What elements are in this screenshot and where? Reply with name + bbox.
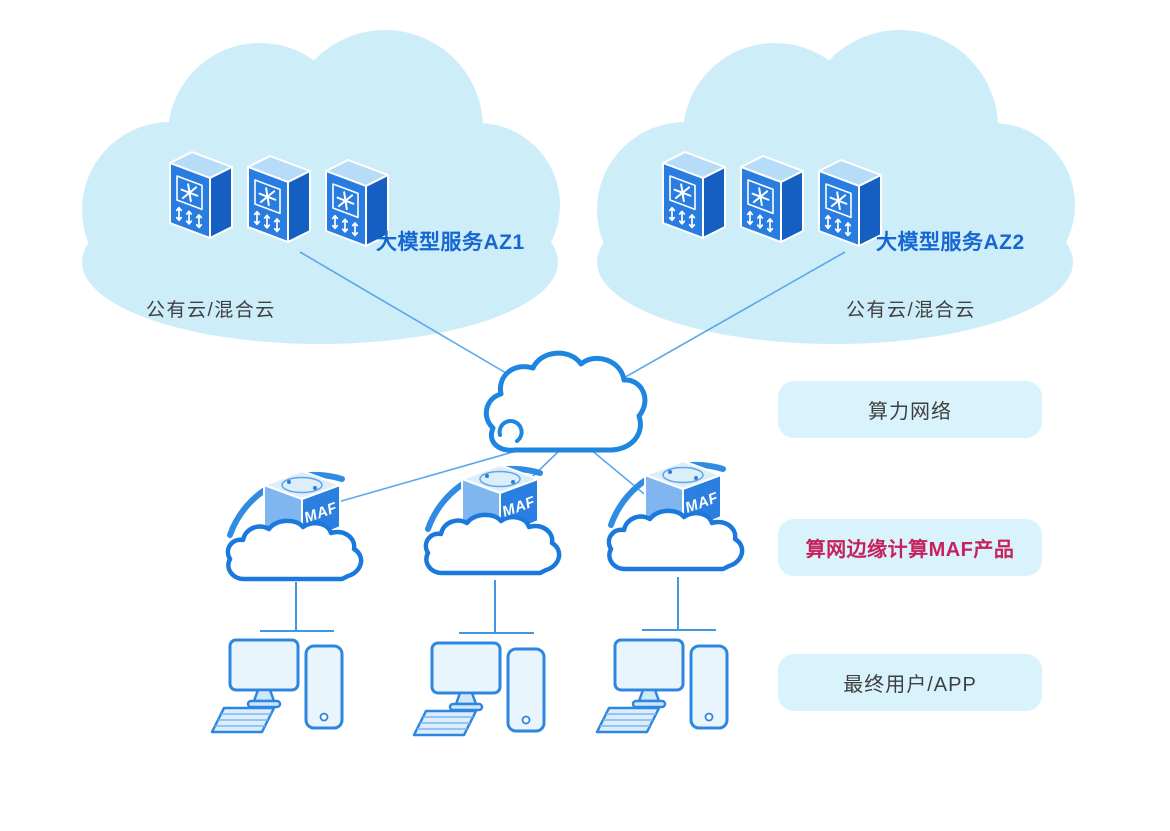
drop-connectors <box>260 577 716 634</box>
monitor-keyboard-icon <box>210 638 300 734</box>
az1-cloud-type-label: 公有云/混合云 <box>146 300 276 321</box>
server-icon <box>248 156 310 242</box>
user-devices-2 <box>412 641 546 737</box>
end-user-label-box: 最终用户/APP <box>778 654 1042 711</box>
maf-node-3: MAF <box>609 461 742 569</box>
maf-node-1: MAF <box>228 471 361 579</box>
maf-node-icon <box>609 461 742 569</box>
connector-line <box>591 251 846 397</box>
maf-node-2: MAF <box>426 465 559 573</box>
connector-line <box>309 443 542 511</box>
user-devices-1 <box>210 638 344 734</box>
server-icon <box>819 160 881 246</box>
public-cloud-az1 <box>82 30 560 344</box>
edge-maf-label-box: 算网边缘计算MAF产品 <box>778 519 1042 576</box>
az1-service-label: 大模型服务AZ1 <box>376 231 525 254</box>
server-icon <box>170 152 232 238</box>
network-cloud-icon <box>483 350 648 453</box>
public-cloud-az2 <box>597 30 1075 344</box>
server-icon <box>741 156 803 242</box>
monitor-keyboard-icon <box>412 641 502 737</box>
phone-icon <box>304 644 344 730</box>
maf-node-icon <box>228 471 361 579</box>
server-icon <box>663 152 725 238</box>
az2-cloud-type-label: 公有云/混合云 <box>846 300 976 321</box>
monitor-keyboard-icon <box>595 638 685 734</box>
phone-icon <box>689 644 729 730</box>
az2-service-label: 大模型服务AZ2 <box>876 231 1025 254</box>
user-devices-3 <box>595 638 729 734</box>
network-label-box: 算力网络 <box>778 381 1042 438</box>
maf-node-icon <box>426 465 559 573</box>
phone-icon <box>506 647 546 733</box>
